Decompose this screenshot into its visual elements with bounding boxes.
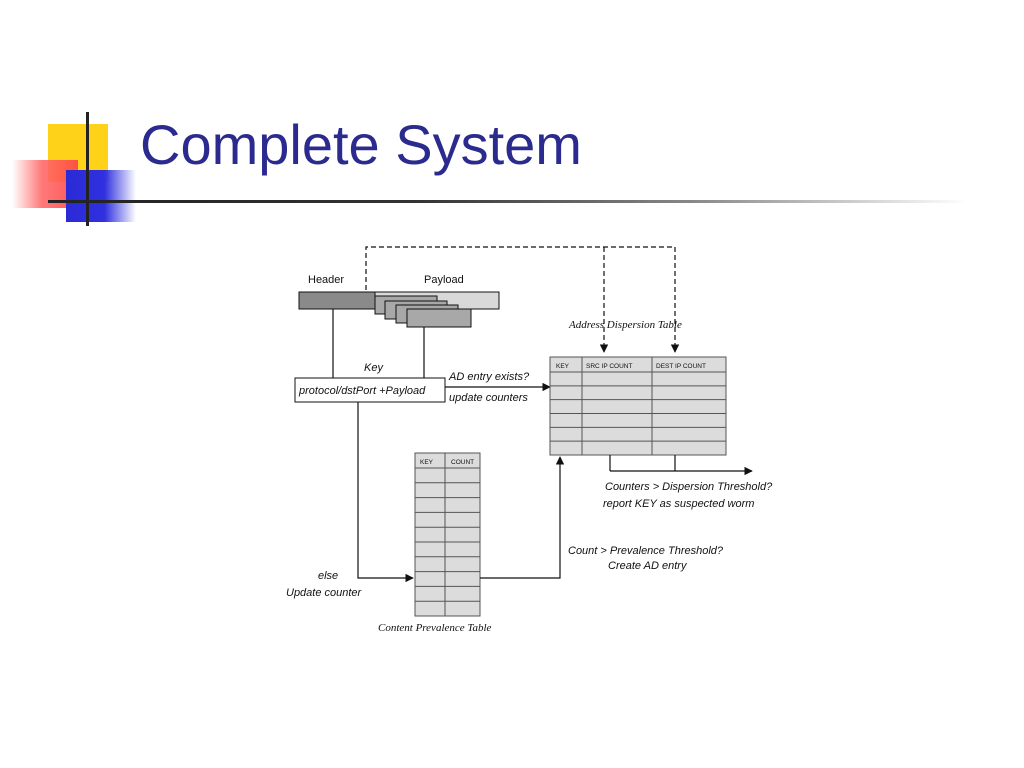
update-counter-text: Update counter [286,587,363,599]
key-box: Key protocol/dstPort +Payload [294,362,446,403]
decor-blue-square [66,170,136,222]
key-rect [294,377,446,403]
payload-chunk [406,308,472,328]
prevalence-arrow [480,456,565,579]
cp-table-caption: Content Prevalence Table [378,622,492,634]
report-worm-text: report KEY as suspected worm [603,498,754,510]
key-title: Key [364,362,384,374]
cp-col-count: COUNT [451,459,474,466]
ad-table-caption: Address Dispersion Table [568,319,682,331]
ad-col-key: KEY [556,363,570,370]
address-dispersion-table: KEY SRC IP COUNT DEST IP COUNT [549,356,727,456]
prevalence-threshold-text: Count > Prevalence Threshold? [568,545,724,557]
dispersion-output [609,455,753,476]
payload-label: Payload [424,274,464,286]
ad-col-dest: DEST IP COUNT [656,363,706,370]
create-ad-entry-text: Create AD entry [608,560,688,572]
ad-exists-text: AD entry exists? [448,371,530,383]
packet-to-key-lines [332,309,425,378]
else-arrow [357,402,414,583]
update-counters-text: update counters [449,392,528,404]
else-text: else [318,570,338,582]
packet: Header Payload [298,274,500,328]
key-text: protocol/dstPort +Payload [298,385,426,397]
cp-col-key: KEY [420,459,434,466]
title-underline [48,200,968,203]
slide-title: Complete System [140,113,582,176]
decor-vertical-line [86,112,89,226]
dashed-connectors [365,246,680,353]
dispersion-threshold-text: Counters > Dispersion Threshold? [605,481,773,493]
header-label: Header [308,274,344,286]
header-segment [298,291,376,310]
content-prevalence-table: KEY COUNT [414,452,481,617]
ad-col-src: SRC IP COUNT [586,363,632,370]
